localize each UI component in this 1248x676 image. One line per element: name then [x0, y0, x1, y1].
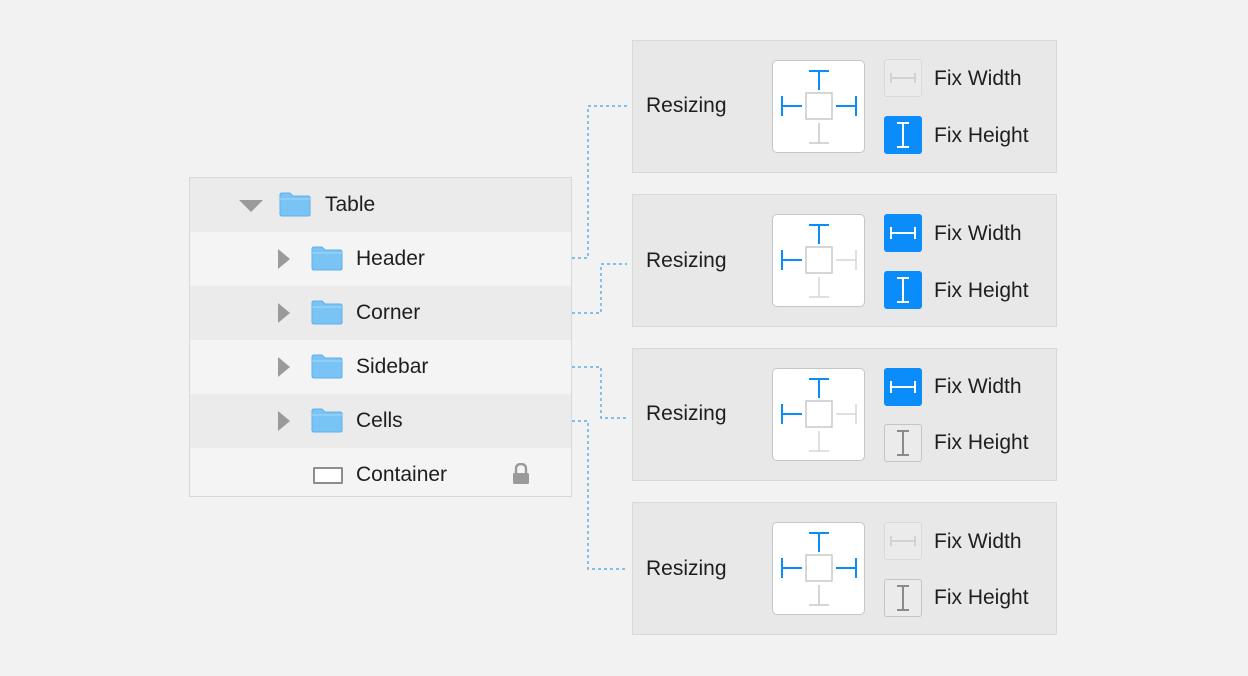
fix-width-label: Fix Width: [934, 530, 1022, 553]
resizing-pin-widget[interactable]: [772, 214, 865, 307]
fix-width-toggle[interactable]: [884, 59, 922, 97]
pin-diagram-icon: [781, 532, 857, 606]
pin-right-icon[interactable]: [836, 96, 857, 116]
folder-icon: [311, 408, 343, 433]
pin-diagram-icon: [781, 378, 857, 452]
tree-item-label: Header: [356, 247, 425, 270]
resizing-panel-header: Resizing Fix Width Fix Height: [632, 40, 1057, 173]
pin-right-icon[interactable]: [836, 558, 857, 578]
fix-height-label: Fix Height: [934, 586, 1029, 609]
fix-height-toggle[interactable]: [884, 579, 922, 617]
fix-height-icon: [897, 430, 909, 456]
pin-bottom-icon[interactable]: [809, 431, 829, 452]
resizing-pin-widget[interactable]: [772, 368, 865, 461]
fix-width-toggle[interactable]: [884, 214, 922, 252]
pin-top-icon[interactable]: [809, 224, 829, 244]
resizing-pin-widget[interactable]: [772, 60, 865, 153]
resizing-panel-cells: Resizing Fix Width Fix Height: [632, 502, 1057, 635]
pin-left-icon[interactable]: [781, 250, 802, 270]
pin-left-icon[interactable]: [781, 96, 802, 116]
fix-height-label: Fix Height: [934, 279, 1029, 302]
tree-item-label: Table: [325, 193, 376, 216]
pin-diagram-icon: [781, 224, 857, 298]
tree-item-label: Cells: [356, 409, 403, 432]
pin-top-icon[interactable]: [809, 532, 829, 552]
disclosure-expanded-icon[interactable]: [239, 200, 263, 212]
fix-height-icon: [897, 277, 909, 303]
tree-row-table[interactable]: Table: [190, 178, 571, 232]
fix-height-icon: [897, 122, 909, 148]
fix-width-icon: [890, 227, 916, 239]
pin-top-icon[interactable]: [809, 70, 829, 90]
layer-tree: Table Header Corner Sidebar Cells: [189, 177, 572, 497]
resizing-label: Resizing: [646, 402, 727, 425]
resizing-panel-sidebar: Resizing Fix Width Fix Height: [632, 348, 1057, 481]
fix-width-label: Fix Width: [934, 375, 1022, 398]
disclosure-collapsed-icon[interactable]: [278, 249, 290, 269]
folder-icon: [311, 246, 343, 271]
tree-item-label: Container: [356, 463, 448, 486]
pin-bottom-icon[interactable]: [809, 585, 829, 606]
pin-right-icon[interactable]: [836, 250, 857, 270]
resizing-label: Resizing: [646, 249, 727, 272]
fix-width-icon: [890, 73, 916, 83]
tree-item-label: Corner: [356, 301, 421, 324]
tree-row-corner[interactable]: Corner: [190, 286, 571, 340]
disclosure-collapsed-icon[interactable]: [278, 357, 290, 377]
pin-top-icon[interactable]: [809, 378, 829, 398]
fix-height-label: Fix Height: [934, 431, 1029, 454]
lock-icon[interactable]: [512, 463, 530, 485]
fix-height-toggle[interactable]: [884, 116, 922, 154]
pin-diagram-icon: [781, 70, 857, 144]
disclosure-collapsed-icon[interactable]: [278, 303, 290, 323]
tree-row-header[interactable]: Header: [190, 232, 571, 286]
tree-row-cells[interactable]: Cells: [190, 394, 571, 448]
pin-left-icon[interactable]: [781, 558, 802, 578]
disclosure-collapsed-icon[interactable]: [278, 411, 290, 431]
tree-row-sidebar[interactable]: Sidebar: [190, 340, 571, 394]
fix-height-toggle[interactable]: [884, 271, 922, 309]
folder-icon: [311, 354, 343, 379]
pin-left-icon[interactable]: [781, 404, 802, 424]
fix-height-toggle[interactable]: [884, 424, 922, 462]
fix-width-toggle[interactable]: [884, 368, 922, 406]
resizing-label: Resizing: [646, 557, 727, 580]
fix-width-icon: [890, 381, 916, 393]
fix-width-icon: [890, 536, 916, 546]
tree-row-container[interactable]: Container: [190, 448, 571, 502]
resizing-label: Resizing: [646, 94, 727, 117]
pin-right-icon[interactable]: [836, 404, 857, 424]
resizing-pin-widget[interactable]: [772, 522, 865, 615]
fix-height-icon: [897, 585, 909, 611]
resizing-panel-corner: Resizing Fix Width Fix Height: [632, 194, 1057, 327]
folder-icon: [279, 192, 311, 217]
pin-bottom-icon[interactable]: [809, 277, 829, 298]
fix-height-label: Fix Height: [934, 124, 1029, 147]
folder-icon: [311, 300, 343, 325]
fix-width-label: Fix Width: [934, 67, 1022, 90]
fix-width-label: Fix Width: [934, 222, 1022, 245]
rectangle-icon: [313, 467, 343, 484]
fix-width-toggle[interactable]: [884, 522, 922, 560]
pin-bottom-icon[interactable]: [809, 123, 829, 144]
tree-item-label: Sidebar: [356, 355, 429, 378]
